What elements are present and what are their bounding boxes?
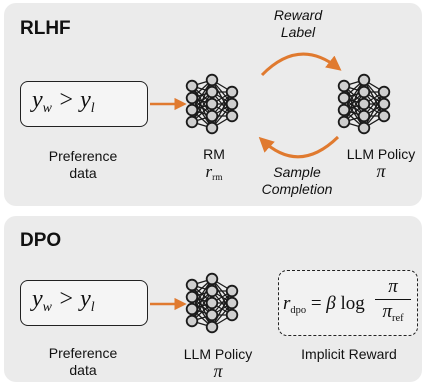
- network-node: [357, 85, 371, 99]
- reward-label-arrow: [260, 52, 342, 77]
- network-node: [225, 296, 239, 310]
- dpo-preference-formula: yw > yl: [32, 286, 95, 315]
- network-node: [205, 97, 219, 111]
- implicit-reward-box: [278, 270, 418, 336]
- network-node: [225, 284, 239, 298]
- dpo-policy-symbol: π: [213, 361, 223, 381]
- rm-network-icon: [185, 73, 239, 135]
- network-node: [205, 296, 219, 310]
- network-node: [377, 85, 391, 99]
- network-node: [205, 121, 219, 135]
- dpo-policy-network-icon: [185, 272, 239, 334]
- rlhf-preference-formula: yw > yl: [32, 87, 95, 116]
- network-node: [205, 73, 219, 87]
- network-node: [357, 109, 371, 123]
- network-node: [185, 314, 199, 328]
- implicit-reward-formula: rdpo = β log π πref: [283, 276, 413, 330]
- dpo-policy-label: LLM Policy: [183, 346, 253, 362]
- network-node: [205, 320, 219, 334]
- network-node: [225, 85, 239, 99]
- rlhf-title: RLHF: [20, 18, 71, 39]
- network-node: [185, 290, 199, 304]
- network-node: [225, 308, 239, 322]
- network-node: [337, 103, 351, 117]
- network-node: [185, 278, 199, 292]
- rlhf-rm-label: RM: [203, 146, 225, 162]
- network-node: [185, 302, 199, 316]
- network-node: [357, 73, 371, 87]
- network-node: [357, 121, 371, 135]
- dpo-title: DPO: [20, 230, 62, 251]
- network-node: [357, 97, 371, 111]
- sample-completion-arrow: [258, 135, 340, 159]
- rlhf-preference-box: [20, 81, 148, 127]
- network-node: [225, 109, 239, 123]
- network-node: [337, 91, 351, 105]
- network-node: [377, 97, 391, 111]
- dpo-preference-box: [20, 280, 148, 326]
- network-node: [337, 115, 351, 129]
- network-node: [205, 284, 219, 298]
- network-node: [205, 109, 219, 123]
- network-node: [205, 272, 219, 286]
- network-node: [185, 91, 199, 105]
- implicit-reward-label: Implicit Reward: [301, 346, 397, 362]
- network-node: [225, 97, 239, 111]
- network-node: [205, 308, 219, 322]
- network-node: [205, 85, 219, 99]
- network-node: [185, 115, 199, 129]
- network-node: [185, 103, 199, 117]
- network-node: [377, 109, 391, 123]
- rlhf-rm-symbol: rrm: [205, 162, 223, 184]
- rlhf-policy-label: LLM Policy: [346, 146, 416, 162]
- llm-policy-network-icon: [337, 73, 391, 135]
- network-node: [185, 79, 199, 93]
- rlhf-policy-symbol: π: [376, 161, 386, 181]
- network-node: [337, 79, 351, 93]
